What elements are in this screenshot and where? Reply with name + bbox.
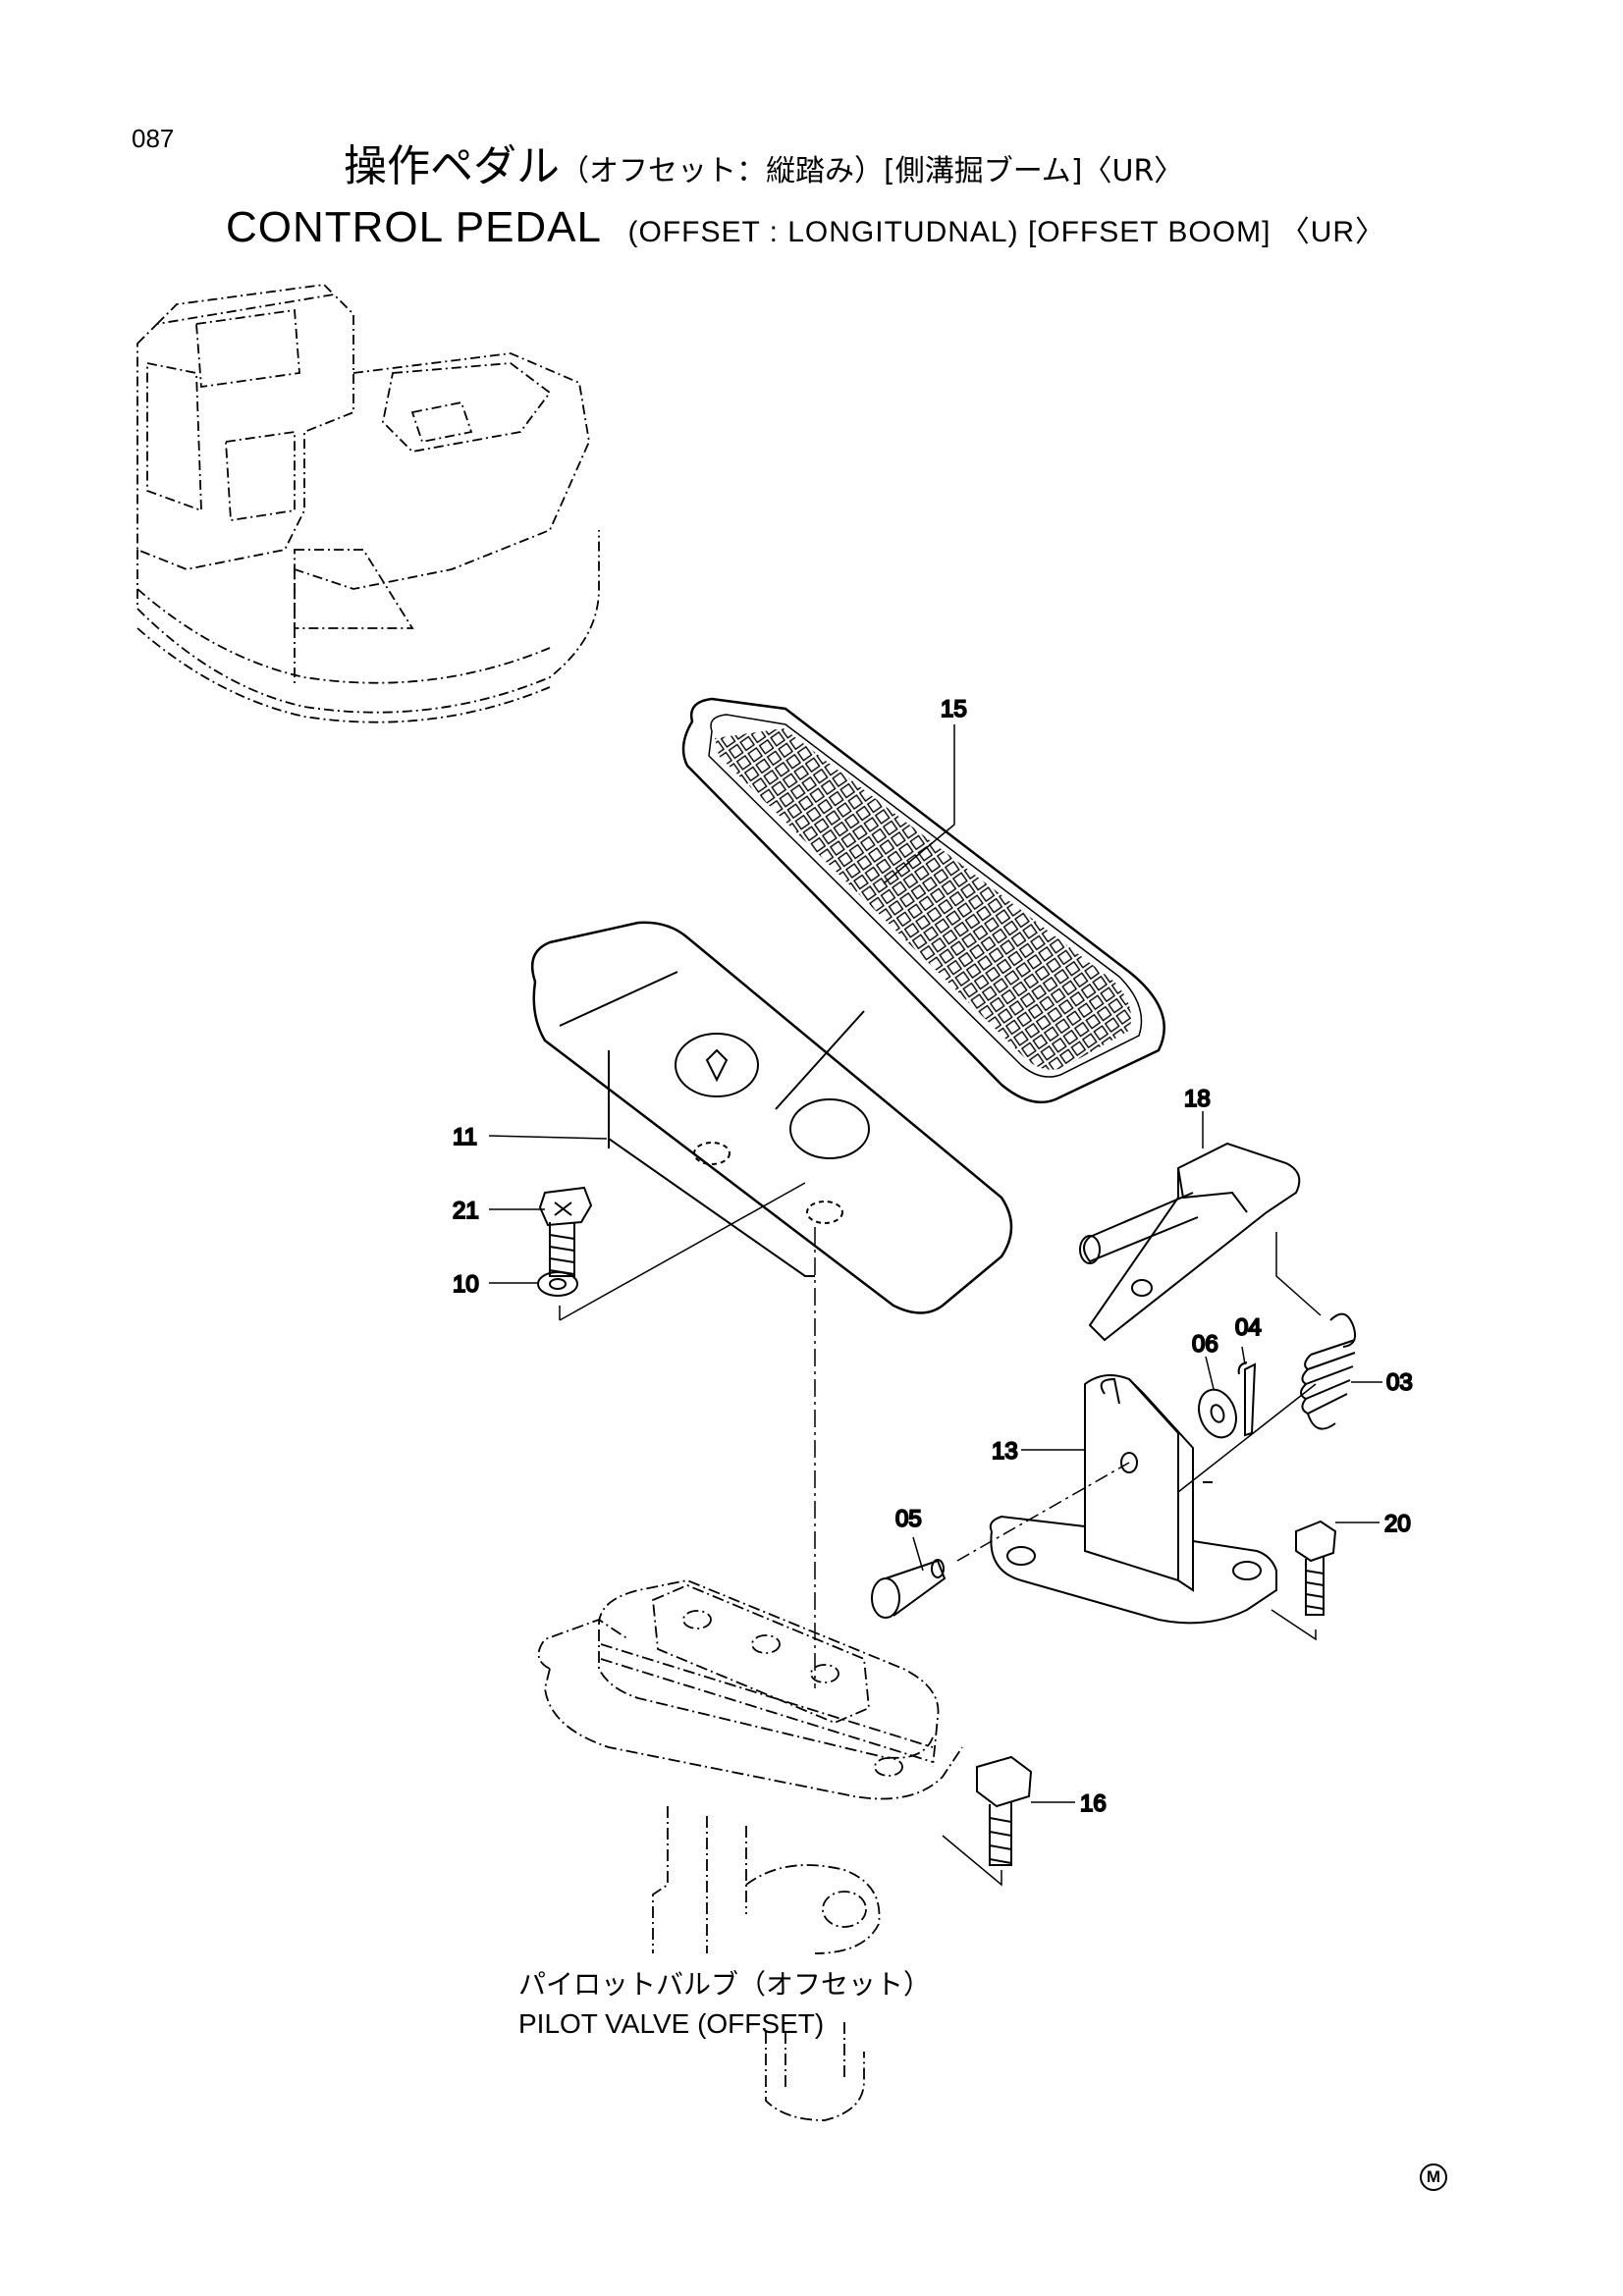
pin-part-05 bbox=[871, 1559, 947, 1619]
callout-03: 03 bbox=[1386, 1369, 1413, 1396]
title-en-main: CONTROL PEDAL bbox=[226, 203, 603, 251]
title-jp-sub: （オフセット：縦踏み）[側溝掘ブーム]〈UR〉 bbox=[560, 154, 1184, 188]
corner-mark-circle: M bbox=[1420, 2163, 1447, 2191]
page-number: 087 bbox=[132, 124, 175, 153]
pin-centerline bbox=[956, 1462, 1130, 1562]
lever-bracket-part-18 bbox=[1079, 1142, 1301, 1342]
cotter-pin-part-04 bbox=[1237, 1362, 1257, 1437]
pilot-valve bbox=[537, 1579, 963, 2121]
callout-06: 06 bbox=[1192, 1331, 1218, 1358]
callout-13: 13 bbox=[992, 1438, 1018, 1465]
assembly-line-bolt bbox=[559, 1182, 806, 1321]
pedal-plate bbox=[530, 921, 1013, 1314]
bolt-part-20 bbox=[1271, 1520, 1337, 1641]
callout-11: 11 bbox=[453, 1124, 477, 1150]
leader-washer bbox=[1177, 1383, 1317, 1493]
washer-part-06 bbox=[1198, 1388, 1237, 1439]
pilot-valve-label-en: PILOT VALVE (OFFSET) bbox=[518, 2008, 825, 2039]
bolt-part-21 bbox=[538, 1186, 593, 1277]
leader-spring bbox=[1275, 1232, 1322, 1316]
callout-leaders bbox=[488, 724, 1382, 1803]
title-jp-main: 操作ペダル bbox=[344, 141, 560, 191]
bracket-part-13 bbox=[989, 1374, 1277, 1625]
callout-18: 18 bbox=[1184, 1086, 1211, 1112]
spring-part-03 bbox=[1300, 1312, 1356, 1430]
bolt-part-16 bbox=[942, 1755, 1033, 1887]
machine-overview-illustration bbox=[136, 284, 600, 723]
washer-part-10 bbox=[537, 1271, 578, 1297]
callout-15: 15 bbox=[941, 696, 967, 722]
callout-04: 04 bbox=[1235, 1314, 1262, 1341]
title-en-sub: (OFFSET : LONGITUDNAL) [OFFSET BOOM] 〈UR… bbox=[627, 216, 1386, 248]
title-japanese: 操作ペダル（オフセット：縦踏み）[側溝掘ブーム]〈UR〉 bbox=[344, 145, 1183, 188]
callout-20: 20 bbox=[1384, 1511, 1411, 1537]
title-english: CONTROL PEDAL (OFFSET : LONGITUDNAL) [OF… bbox=[226, 206, 1385, 249]
callout-16: 16 bbox=[1080, 1790, 1107, 1817]
callout-21: 21 bbox=[453, 1198, 479, 1224]
pilot-valve-label-jp: パイロットバルブ（オフセット） bbox=[518, 1968, 932, 2001]
callout-05: 05 bbox=[895, 1506, 922, 1532]
pedal-rubber-pad bbox=[681, 697, 1165, 1104]
callout-10: 10 bbox=[453, 1271, 479, 1298]
